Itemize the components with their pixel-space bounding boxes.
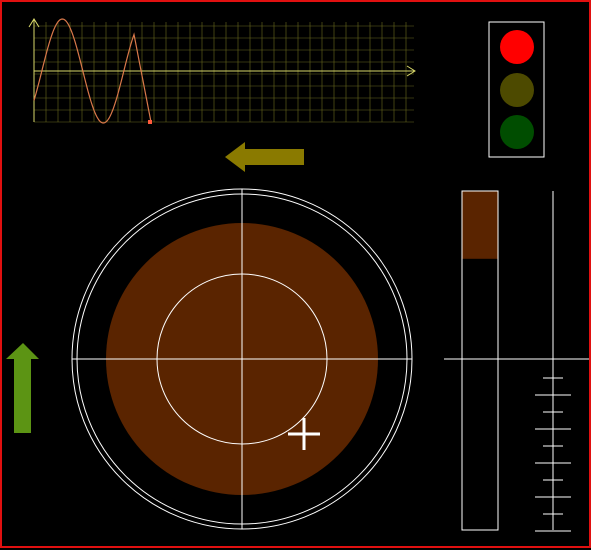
crosshair-cursor-icon[interactable] bbox=[288, 418, 320, 450]
ruler-scale bbox=[535, 191, 571, 532]
radar-display bbox=[71, 188, 413, 530]
vertical-level-gauge bbox=[444, 190, 589, 531]
traffic-light-green-lamp bbox=[500, 115, 534, 149]
up-arrow-icon bbox=[6, 343, 39, 433]
traffic-light bbox=[488, 21, 545, 158]
gauge-level-fill bbox=[462, 191, 498, 259]
traffic-light-red-lamp bbox=[500, 30, 534, 64]
graph-grid bbox=[34, 22, 414, 123]
graph-y-axis-arrowhead bbox=[28, 18, 40, 28]
graph-x-axis-arrowhead bbox=[406, 65, 416, 77]
gauge-frame bbox=[461, 190, 499, 531]
oscilloscope-graph bbox=[28, 18, 416, 124]
waveform-end-dot bbox=[148, 120, 152, 124]
left-arrow-icon bbox=[225, 142, 304, 172]
waveform-trace bbox=[33, 18, 152, 124]
traffic-light-yellow-lamp bbox=[500, 73, 534, 107]
traffic-light-housing bbox=[488, 21, 545, 158]
ruler-ticks bbox=[535, 377, 571, 532]
